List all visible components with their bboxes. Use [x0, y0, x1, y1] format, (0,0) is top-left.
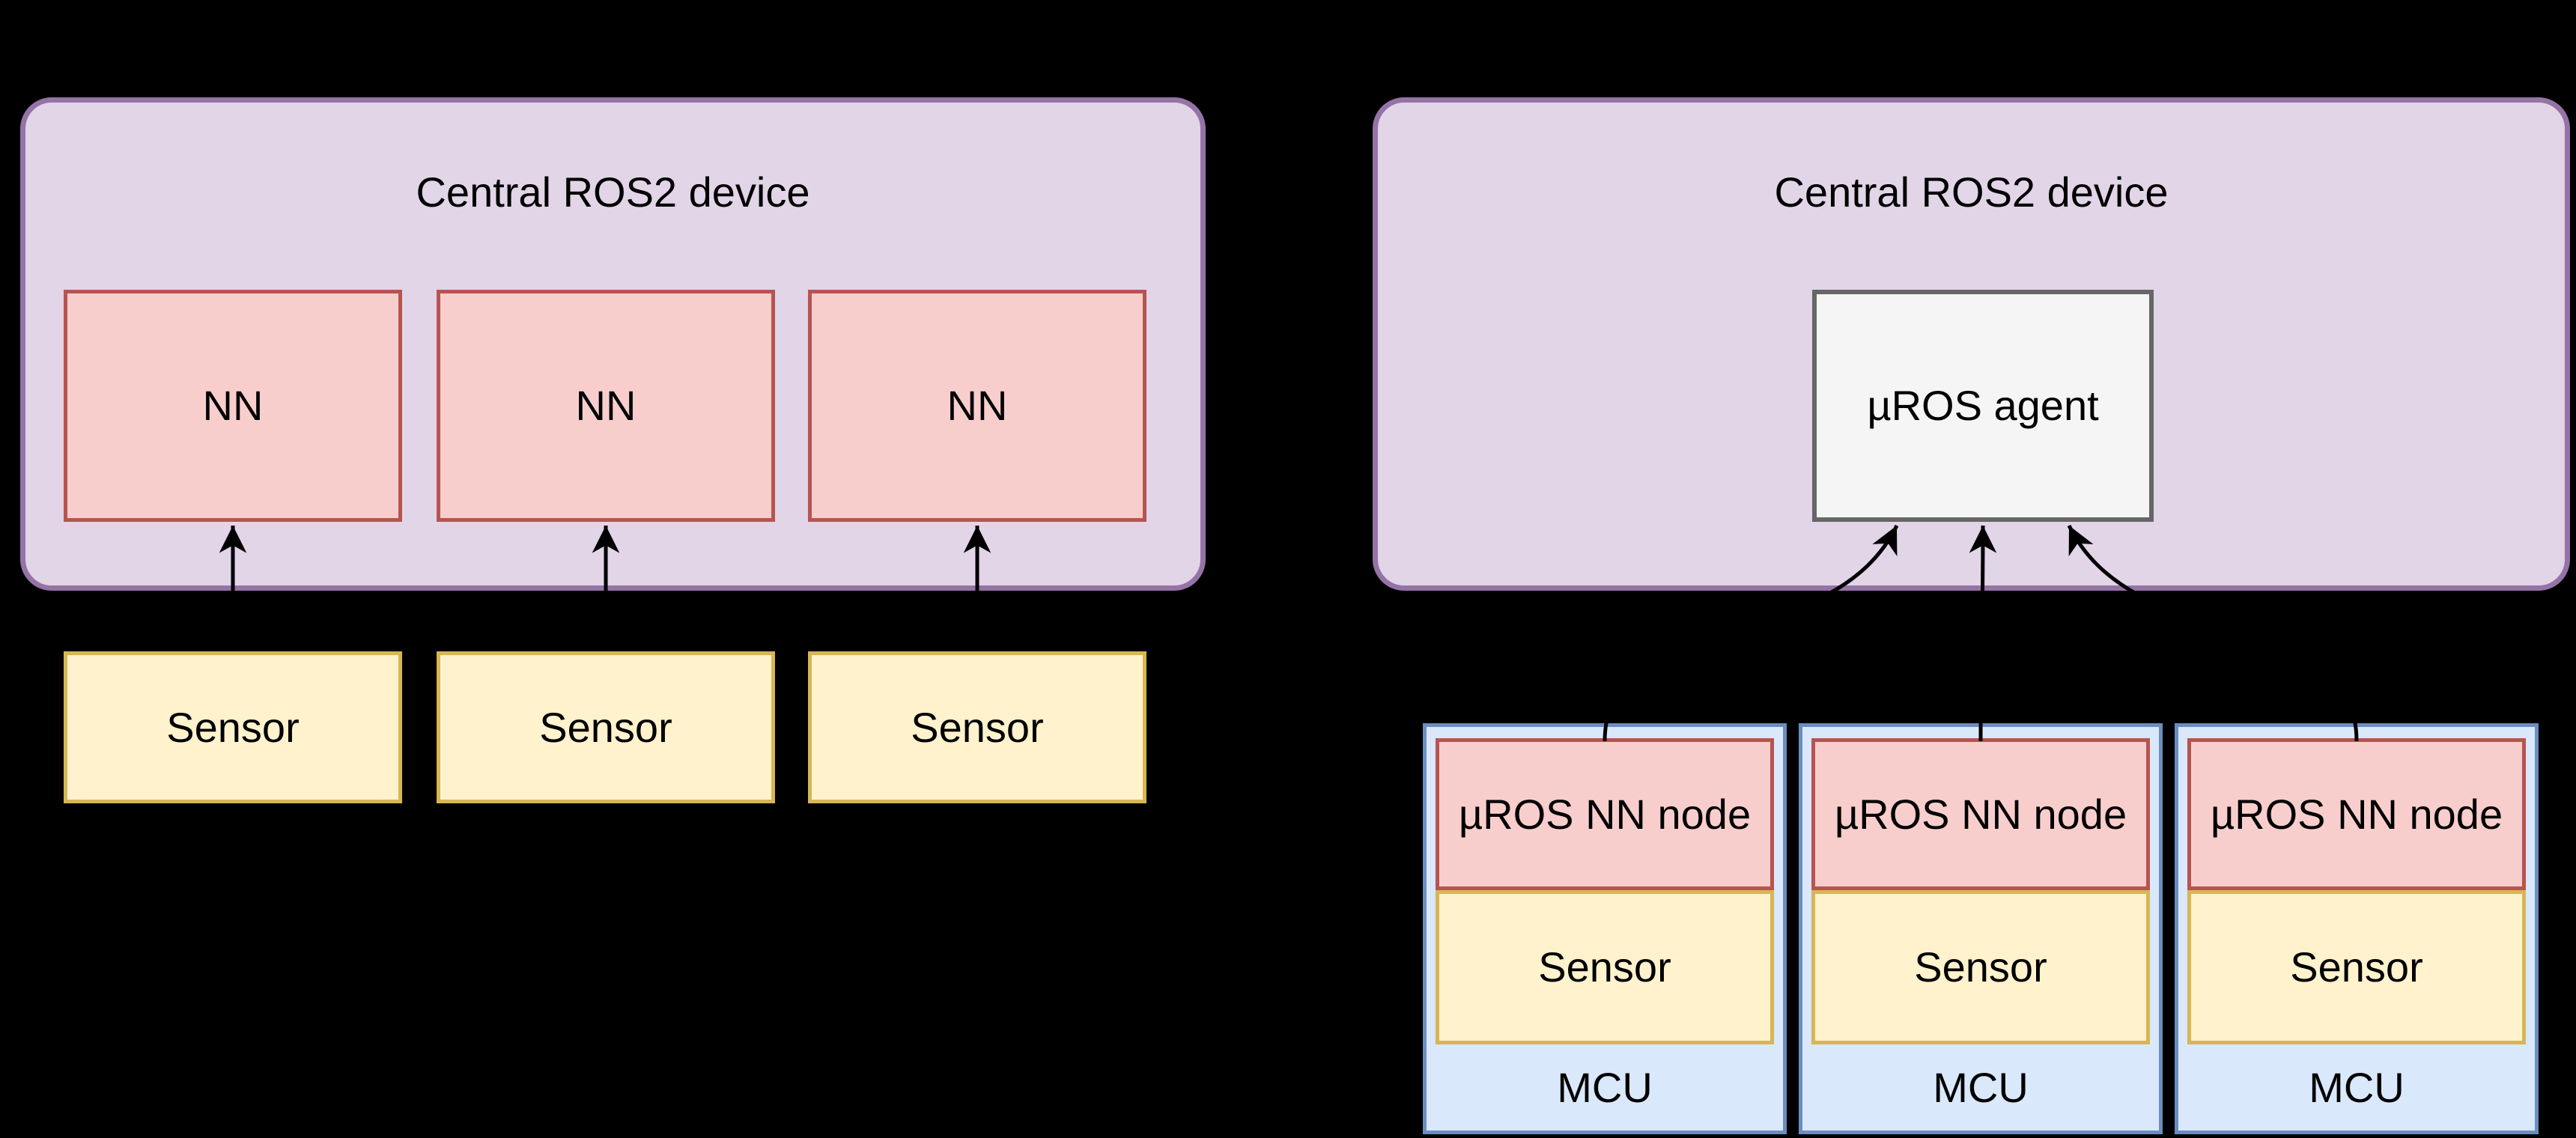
sensor-box-2: Sensor [437, 651, 775, 803]
uros-agent-label: µROS agent [1867, 382, 2099, 429]
mcu-label-2: MCU [1933, 1063, 2029, 1111]
nn-box-2-label: NN [575, 382, 637, 429]
sensor-box-1-label: Sensor [166, 703, 300, 751]
nn-box-3-label: NN [947, 382, 1008, 429]
mcu-sensor-1-label: Sensor [1538, 943, 1671, 991]
sensor-box-3: Sensor [808, 651, 1146, 803]
mcu-sensor-3-label: Sensor [2290, 943, 2423, 991]
sensor-box-2-label: Sensor [539, 703, 672, 751]
uros-agent-box: µROS agent [1812, 290, 2154, 522]
sensor-box-1: Sensor [64, 651, 402, 803]
uros-nn-node-box-2: µROS NN node [1811, 738, 2150, 890]
sensor-box-3-label: Sensor [911, 703, 1044, 751]
mcu-sensor-2-label: Sensor [1914, 943, 2047, 991]
mcu-label-1: MCU [1557, 1063, 1653, 1111]
mcu-card-2: µROS NN node Sensor MCU [1799, 723, 2163, 1134]
mcu-card-1: µROS NN node Sensor MCU [1423, 723, 1787, 1134]
uros-nn-node-box-1: µROS NN node [1436, 738, 1774, 890]
mcu-sensor-box-1: Sensor [1436, 890, 1774, 1044]
nn-box-1-label: NN [202, 382, 264, 429]
uros-nn-node-box-3: µROS NN node [2187, 738, 2526, 890]
mcu-sensor-box-2: Sensor [1811, 890, 2150, 1044]
uros-nn-node-2-label: µROS NN node [1834, 790, 2127, 838]
nn-box-2: NN [437, 290, 775, 522]
right-panel-title: Central ROS2 device [1774, 168, 2169, 216]
mcu-sensor-box-3: Sensor [2187, 890, 2526, 1044]
left-panel-title: Central ROS2 device [416, 168, 810, 216]
nn-box-1: NN [64, 290, 402, 522]
uros-nn-node-1-label: µROS NN node [1458, 790, 1752, 838]
uros-nn-node-3-label: µROS NN node [2210, 790, 2503, 838]
mcu-label-3: MCU [2309, 1063, 2405, 1111]
nn-box-3: NN [808, 290, 1146, 522]
mcu-card-3: µROS NN node Sensor MCU [2175, 723, 2539, 1134]
